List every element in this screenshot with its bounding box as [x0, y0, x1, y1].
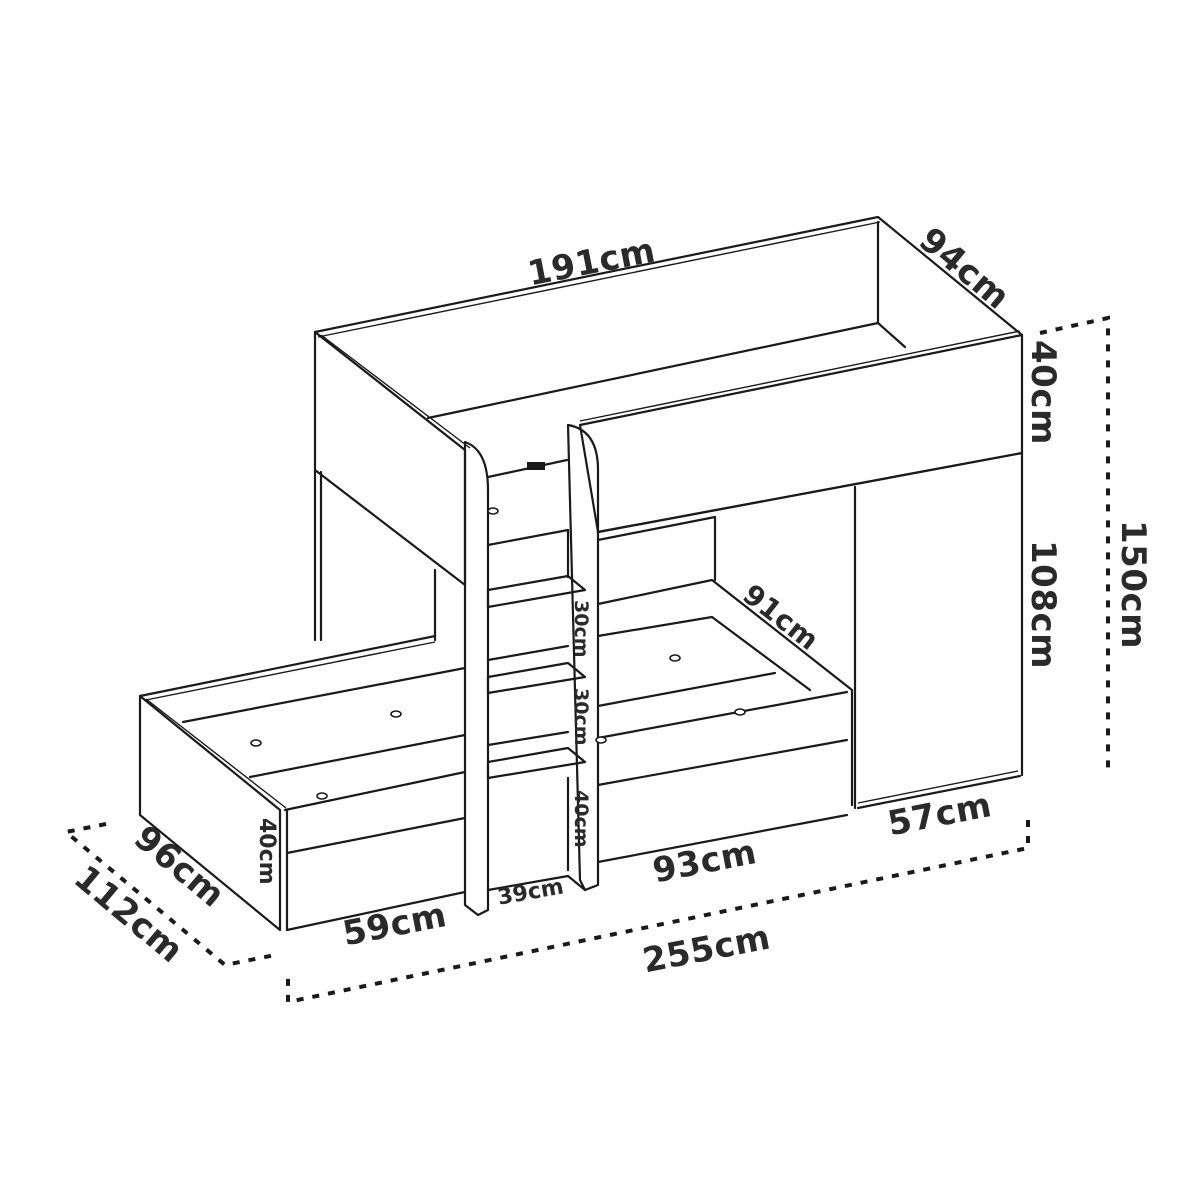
top-bed	[313, 215, 1024, 917]
ladder-steps	[486, 528, 587, 892]
label-total-height: 150cm	[1113, 520, 1153, 650]
trundle-bed	[138, 634, 467, 932]
lower-bed	[595, 515, 854, 864]
label-step-2-height: 30cm	[570, 688, 592, 746]
label-trundle-height: 40cm	[254, 818, 279, 885]
label-step-3-height: 40cm	[570, 790, 592, 848]
label-top-guard-height: 40cm	[1023, 340, 1063, 445]
left-support	[313, 468, 437, 642]
dimension-lines	[61, 315, 1110, 1005]
wardrobe	[596, 451, 1024, 810]
label-step-1-height: 30cm	[570, 600, 592, 658]
label-under-top-height: 108cm	[1023, 540, 1063, 670]
